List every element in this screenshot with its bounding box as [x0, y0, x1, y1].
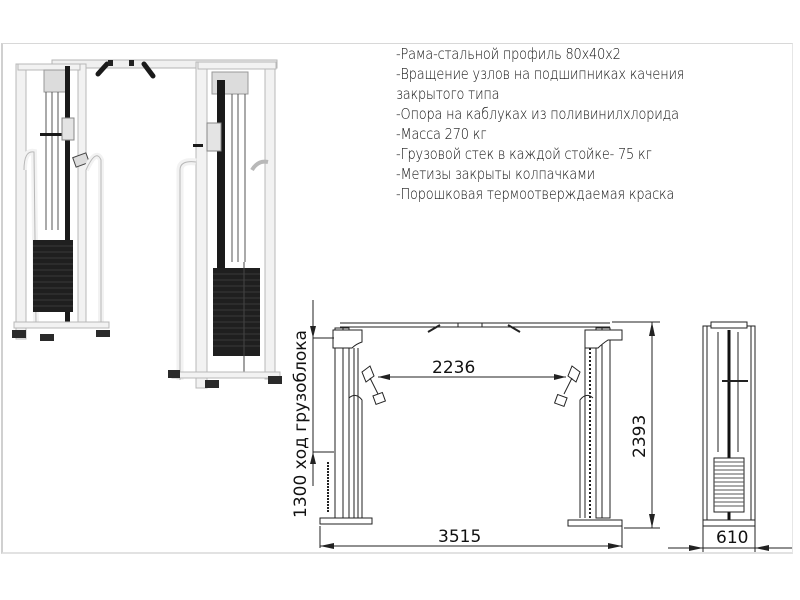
machine-render-left-tower [12, 59, 278, 341]
spec-line-mass: -Масса 270 кг [396, 125, 487, 143]
front-view [319, 322, 623, 527]
dimension-2393: 2393 [612, 321, 660, 529]
machine-render-right-tower [168, 61, 282, 389]
side-view [702, 321, 756, 527]
spec-line-frame: -Рама-стальной профиль 80х40х2 [396, 45, 621, 63]
dim-label-3515: 3515 [438, 527, 481, 547]
dim-label-travel: 1300 ход грузоблока [291, 330, 311, 518]
spec-line-bearings-cont: закрытого типа [396, 85, 500, 103]
spec-line-paint: -Порошковая термоотверждаемая краска [396, 185, 675, 203]
spec-list: -Рама-стальной профиль 80х40х2 -Вращение… [396, 44, 776, 204]
dimension-2236: 2236 [378, 358, 566, 380]
dimension-610: 610 [668, 526, 792, 552]
spec-line-feet: -Опора на каблуках из поливинилхлорида [396, 105, 679, 123]
image-border [1, 43, 793, 554]
dimension-travel: 1300 ход грузоблока [291, 300, 334, 518]
spec-line-stack: -Грузовой стек в каждой стойке- 75 кг [396, 145, 652, 163]
dim-label-610: 610 [716, 528, 748, 548]
dimension-3515: 3515 [319, 526, 623, 549]
spec-line-bearings: -Вращение узлов на подшипниках качения [396, 65, 685, 83]
dim-label-2236: 2236 [432, 358, 475, 378]
spec-line-caps: -Метизы закрыты колпачками [396, 165, 595, 183]
dim-label-2393: 2393 [630, 415, 650, 458]
